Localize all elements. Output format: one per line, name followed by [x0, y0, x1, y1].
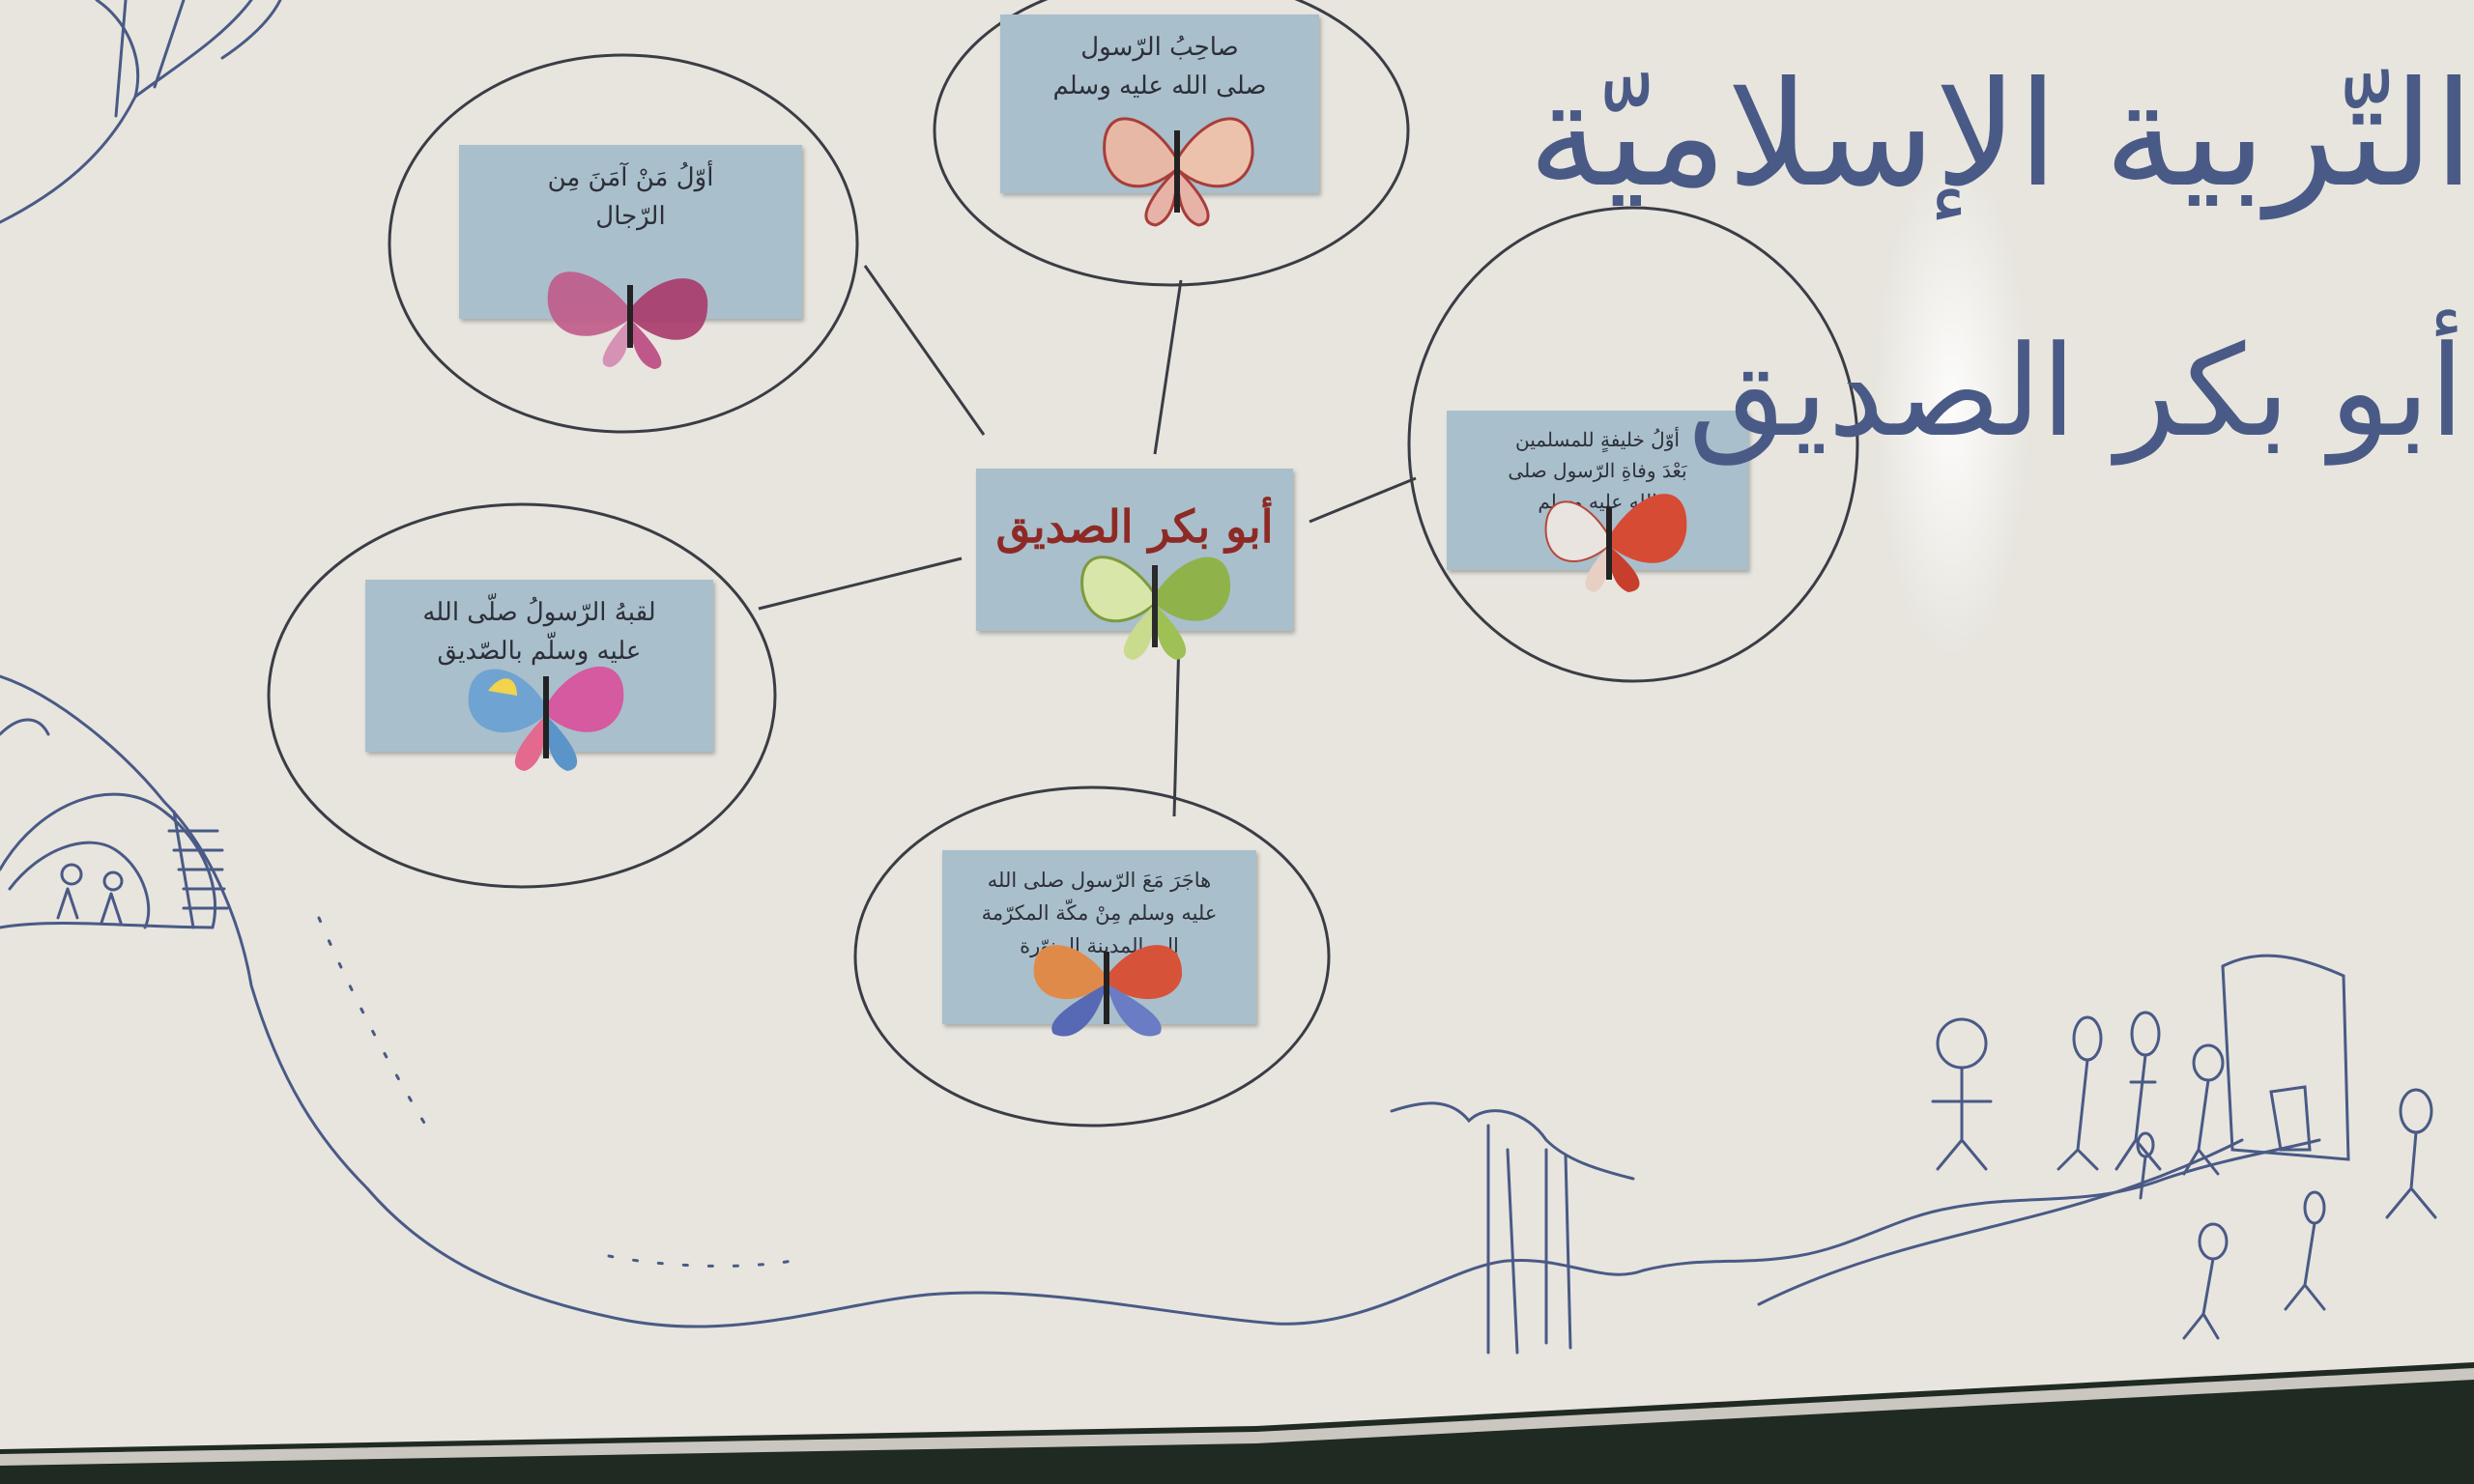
road-line — [1757, 1138, 2244, 1306]
cave-figure-head — [102, 870, 124, 892]
tree-doodle — [0, 0, 282, 224]
board-tray — [0, 1368, 2474, 1466]
card-line: بَعْدَ وفاةِ الرّسول صلى — [1508, 459, 1687, 482]
bubble-bottom — [853, 785, 1331, 1127]
card-left: لقبهُ الرّسولُ صلّى الله عليه وسلّم بالص… — [365, 580, 713, 752]
mountain-path — [0, 674, 2321, 1328]
card-top-left: أوّلُ مَنْ آمَنَ مِن الرّجال — [459, 145, 802, 319]
city-building — [2221, 954, 2350, 1161]
card-top-center-text: صاحِبُ الرّسول صلى الله عليه وسلم — [1000, 28, 1319, 105]
topic-heading: أبو بكر الصديق — [1687, 318, 2464, 465]
camel — [1390, 1101, 1635, 1355]
card-bottom-text: هاجَرَ مَعَ الرّسول صلى الله عليه وسلم م… — [942, 864, 1256, 962]
card-top-center: صاحِبُ الرّسول صلى الله عليه وسلم — [1000, 14, 1319, 193]
marker-drawings — [0, 0, 2437, 1355]
mindmap-connectors — [758, 265, 1417, 817]
card-line: أوّلُ مَنْ آمَنَ مِن — [547, 163, 714, 192]
card-bottom: هاجَرَ مَعَ الرّسول صلى الله عليه وسلم م… — [942, 850, 1256, 1024]
connector-top-center — [1153, 279, 1183, 455]
card-line: عليه وسلم مِنْ مكّة المكرّمة — [981, 901, 1218, 925]
card-line: صاحِبُ الرّسول — [1080, 33, 1239, 62]
light-glare — [1875, 155, 2029, 657]
bubble-top-center — [933, 0, 1410, 287]
card-line: الله عليه وسلم — [1538, 490, 1657, 513]
connector-bottom — [1172, 637, 1181, 817]
stick-figures — [1931, 1011, 2437, 1340]
connector-top-left — [863, 265, 986, 436]
bubble-top-left — [388, 53, 859, 434]
dotted-trail — [317, 916, 794, 1268]
subject-heading: التّربية الإسلاميّة — [1528, 51, 2474, 219]
card-line: عليه وسلّم بالصّديق — [437, 637, 642, 666]
cave-webs — [167, 810, 229, 929]
card-line: إلى المدينة المنوّرة — [1020, 934, 1179, 957]
cave-figures — [0, 718, 123, 925]
center-card-title: أبو بكر الصديق — [995, 500, 1274, 553]
card-top-left-text: أوّلُ مَنْ آمَنَ مِن الرّجال — [459, 158, 802, 236]
card-line: صلى الله عليه وسلم — [1052, 71, 1267, 100]
card-line: أوّلُ خليفةٍ للمسلمين — [1515, 428, 1680, 451]
card-line: الرّجال — [595, 202, 666, 231]
card-left-text: لقبهُ الرّسولُ صلّى الله عليه وسلّم بالص… — [365, 593, 713, 671]
bubble-right — [1407, 206, 1859, 683]
connector-left — [758, 556, 963, 611]
mindmap-circles — [267, 0, 1859, 1127]
cave — [0, 792, 217, 929]
cave-figure-head — [60, 863, 83, 886]
card-line: لقبهُ الرّسولُ صلّى الله — [422, 598, 656, 627]
card-center: أبو بكر الصديق — [976, 469, 1293, 631]
card-line: هاجَرَ مَعَ الرّسول صلى الله — [987, 869, 1212, 892]
bubble-left — [267, 502, 777, 889]
connector-right — [1309, 476, 1417, 524]
